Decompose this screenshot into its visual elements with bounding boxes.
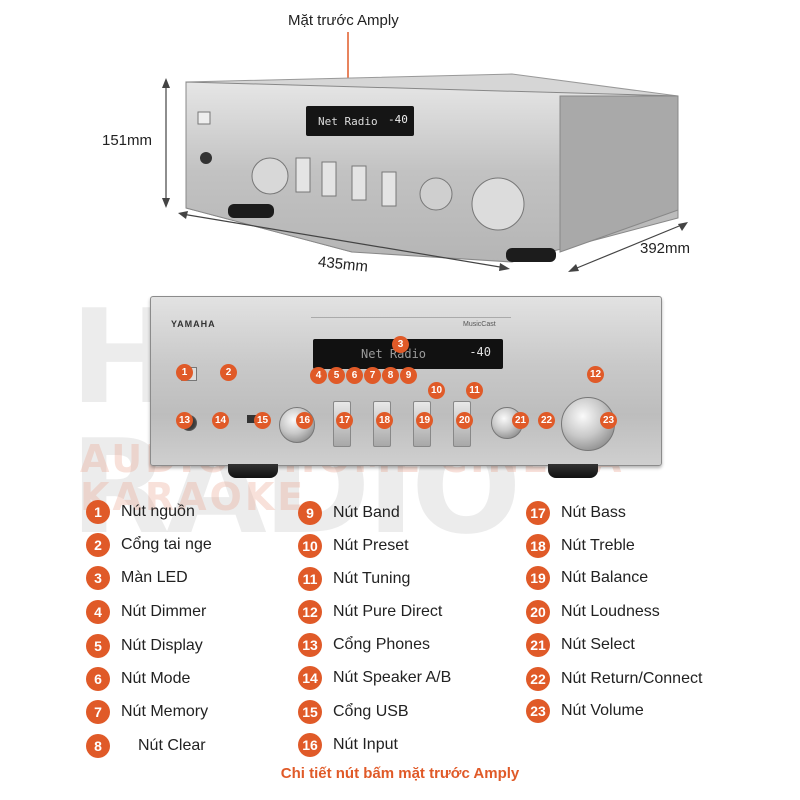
legend-label: Màn LED xyxy=(121,569,188,586)
legend-number: 22 xyxy=(526,667,550,691)
legend-label: Nút Pure Direct xyxy=(333,603,443,620)
callout-21: 21 xyxy=(512,412,529,429)
callout-23: 23 xyxy=(600,412,617,429)
legend-number: 14 xyxy=(298,666,322,690)
legend-number: 10 xyxy=(298,534,322,558)
amplifier-3d-illustration xyxy=(162,32,688,272)
callout-7: 7 xyxy=(364,367,381,384)
callout-14: 14 xyxy=(212,412,229,429)
legend-label: Nút Clear xyxy=(138,737,206,754)
legend-number: 20 xyxy=(526,600,550,624)
legend-number: 8 xyxy=(86,734,110,758)
legend-label: Nút Memory xyxy=(121,703,209,720)
legend-label: Nút Dimmer xyxy=(121,603,207,620)
callout-20: 20 xyxy=(456,412,473,429)
legend-label: Nút nguồn xyxy=(121,503,195,520)
musiccast-logo: MusicCast xyxy=(463,321,496,328)
callout-1: 1 xyxy=(176,364,193,381)
callout-13: 13 xyxy=(176,412,193,429)
legend-label: Nút Balance xyxy=(561,569,649,586)
depth-dimension: 392mm xyxy=(640,240,691,257)
callout-19: 19 xyxy=(416,412,433,429)
foot-right xyxy=(548,464,598,478)
footer-caption: Chi tiết nút bấm mặt trước Amply xyxy=(280,765,520,782)
front-caption: Mặt trước Amply xyxy=(288,12,399,29)
usb-port xyxy=(247,415,259,423)
callout-8: 8 xyxy=(382,367,399,384)
callout-3: 3 xyxy=(392,336,409,353)
legend-label: Cổng USB xyxy=(333,703,409,720)
callout-10: 10 xyxy=(428,382,445,399)
legend-number: 12 xyxy=(298,600,322,624)
legend-number: 1 xyxy=(86,500,110,524)
legend-label: Nút Volume xyxy=(561,702,644,719)
legend-label: Nút Display xyxy=(121,637,203,654)
top-display-volume: -40 xyxy=(388,113,408,126)
legend-number: 21 xyxy=(526,633,550,657)
callout-18: 18 xyxy=(376,412,393,429)
legend-label: Nút Input xyxy=(333,736,398,753)
legend-number: 13 xyxy=(298,633,322,657)
legend-number: 11 xyxy=(298,567,322,591)
callout-11: 11 xyxy=(466,382,483,399)
legend-number: 4 xyxy=(86,600,110,624)
foot-left xyxy=(228,464,278,478)
callout-4: 4 xyxy=(310,367,327,384)
callout-2: 2 xyxy=(220,364,237,381)
legend-label: Nút Select xyxy=(561,636,635,653)
legend-number: 23 xyxy=(526,699,550,723)
legend-number: 15 xyxy=(298,700,322,724)
legend-number: 5 xyxy=(86,634,110,658)
legend-number: 16 xyxy=(298,733,322,757)
legend-label: Nút Band xyxy=(333,504,400,521)
display-volume: -40 xyxy=(469,345,491,359)
legend-label: Nút Return/Connect xyxy=(561,670,703,687)
callout-12: 12 xyxy=(587,366,604,383)
led-display: Net Radio -40 xyxy=(313,339,503,369)
callout-5: 5 xyxy=(328,367,345,384)
top-display-text: Net Radio xyxy=(318,115,378,128)
legend-label: Nút Loudness xyxy=(561,603,660,620)
legend-number: 3 xyxy=(86,566,110,590)
legend-number: 6 xyxy=(86,667,110,691)
legend-label: Cổng tai nge xyxy=(121,536,212,553)
legend-label: Nút Bass xyxy=(561,504,626,521)
legend-number: 7 xyxy=(86,700,110,724)
legend-label: Nút Mode xyxy=(121,670,191,687)
legend-number: 19 xyxy=(526,566,550,590)
callout-17: 17 xyxy=(336,412,353,429)
legend-label: Nút Treble xyxy=(561,537,635,554)
legend-label: Nút Speaker A/B xyxy=(333,669,452,686)
callout-15: 15 xyxy=(254,412,271,429)
callout-16: 16 xyxy=(296,412,313,429)
callout-22: 22 xyxy=(538,412,555,429)
amplifier-dimension-view: Mặt trước Amply xyxy=(0,0,800,285)
legend-number: 9 xyxy=(298,501,322,525)
legend-label: Nút Preset xyxy=(333,537,409,554)
legend-label: Cổng Phones xyxy=(333,636,430,653)
height-dimension: 151mm xyxy=(102,132,153,149)
legend-number: 2 xyxy=(86,533,110,557)
model-strip xyxy=(311,317,511,324)
display-source: Net Radio xyxy=(361,347,427,361)
brand-logo: YAMAHA xyxy=(171,319,216,329)
legend-label: Nút Tuning xyxy=(333,570,411,587)
legend-number: 18 xyxy=(526,534,550,558)
callout-6: 6 xyxy=(346,367,363,384)
callout-9: 9 xyxy=(400,367,417,384)
legend-number: 17 xyxy=(526,501,550,525)
